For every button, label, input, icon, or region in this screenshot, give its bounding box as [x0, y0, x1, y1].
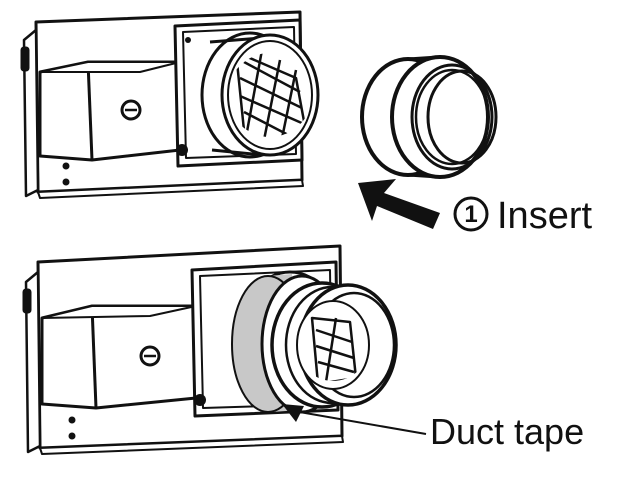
- step-1-callout: 1 Insert: [453, 195, 592, 237]
- duct-ring-top: [360, 55, 498, 179]
- step-label-insert: Insert: [497, 195, 592, 237]
- step-number: 1: [464, 201, 477, 228]
- mounting-hole-icon: [62, 162, 70, 170]
- duct-tape-callout: Duct tape: [282, 404, 584, 452]
- fan-housing-bottom: [22, 244, 398, 455]
- insert-arrow-icon: [358, 179, 440, 229]
- step-number-badge: [453, 196, 489, 232]
- fan-housing-top: [20, 10, 320, 199]
- callout-label-duct-tape: Duct tape: [430, 411, 584, 452]
